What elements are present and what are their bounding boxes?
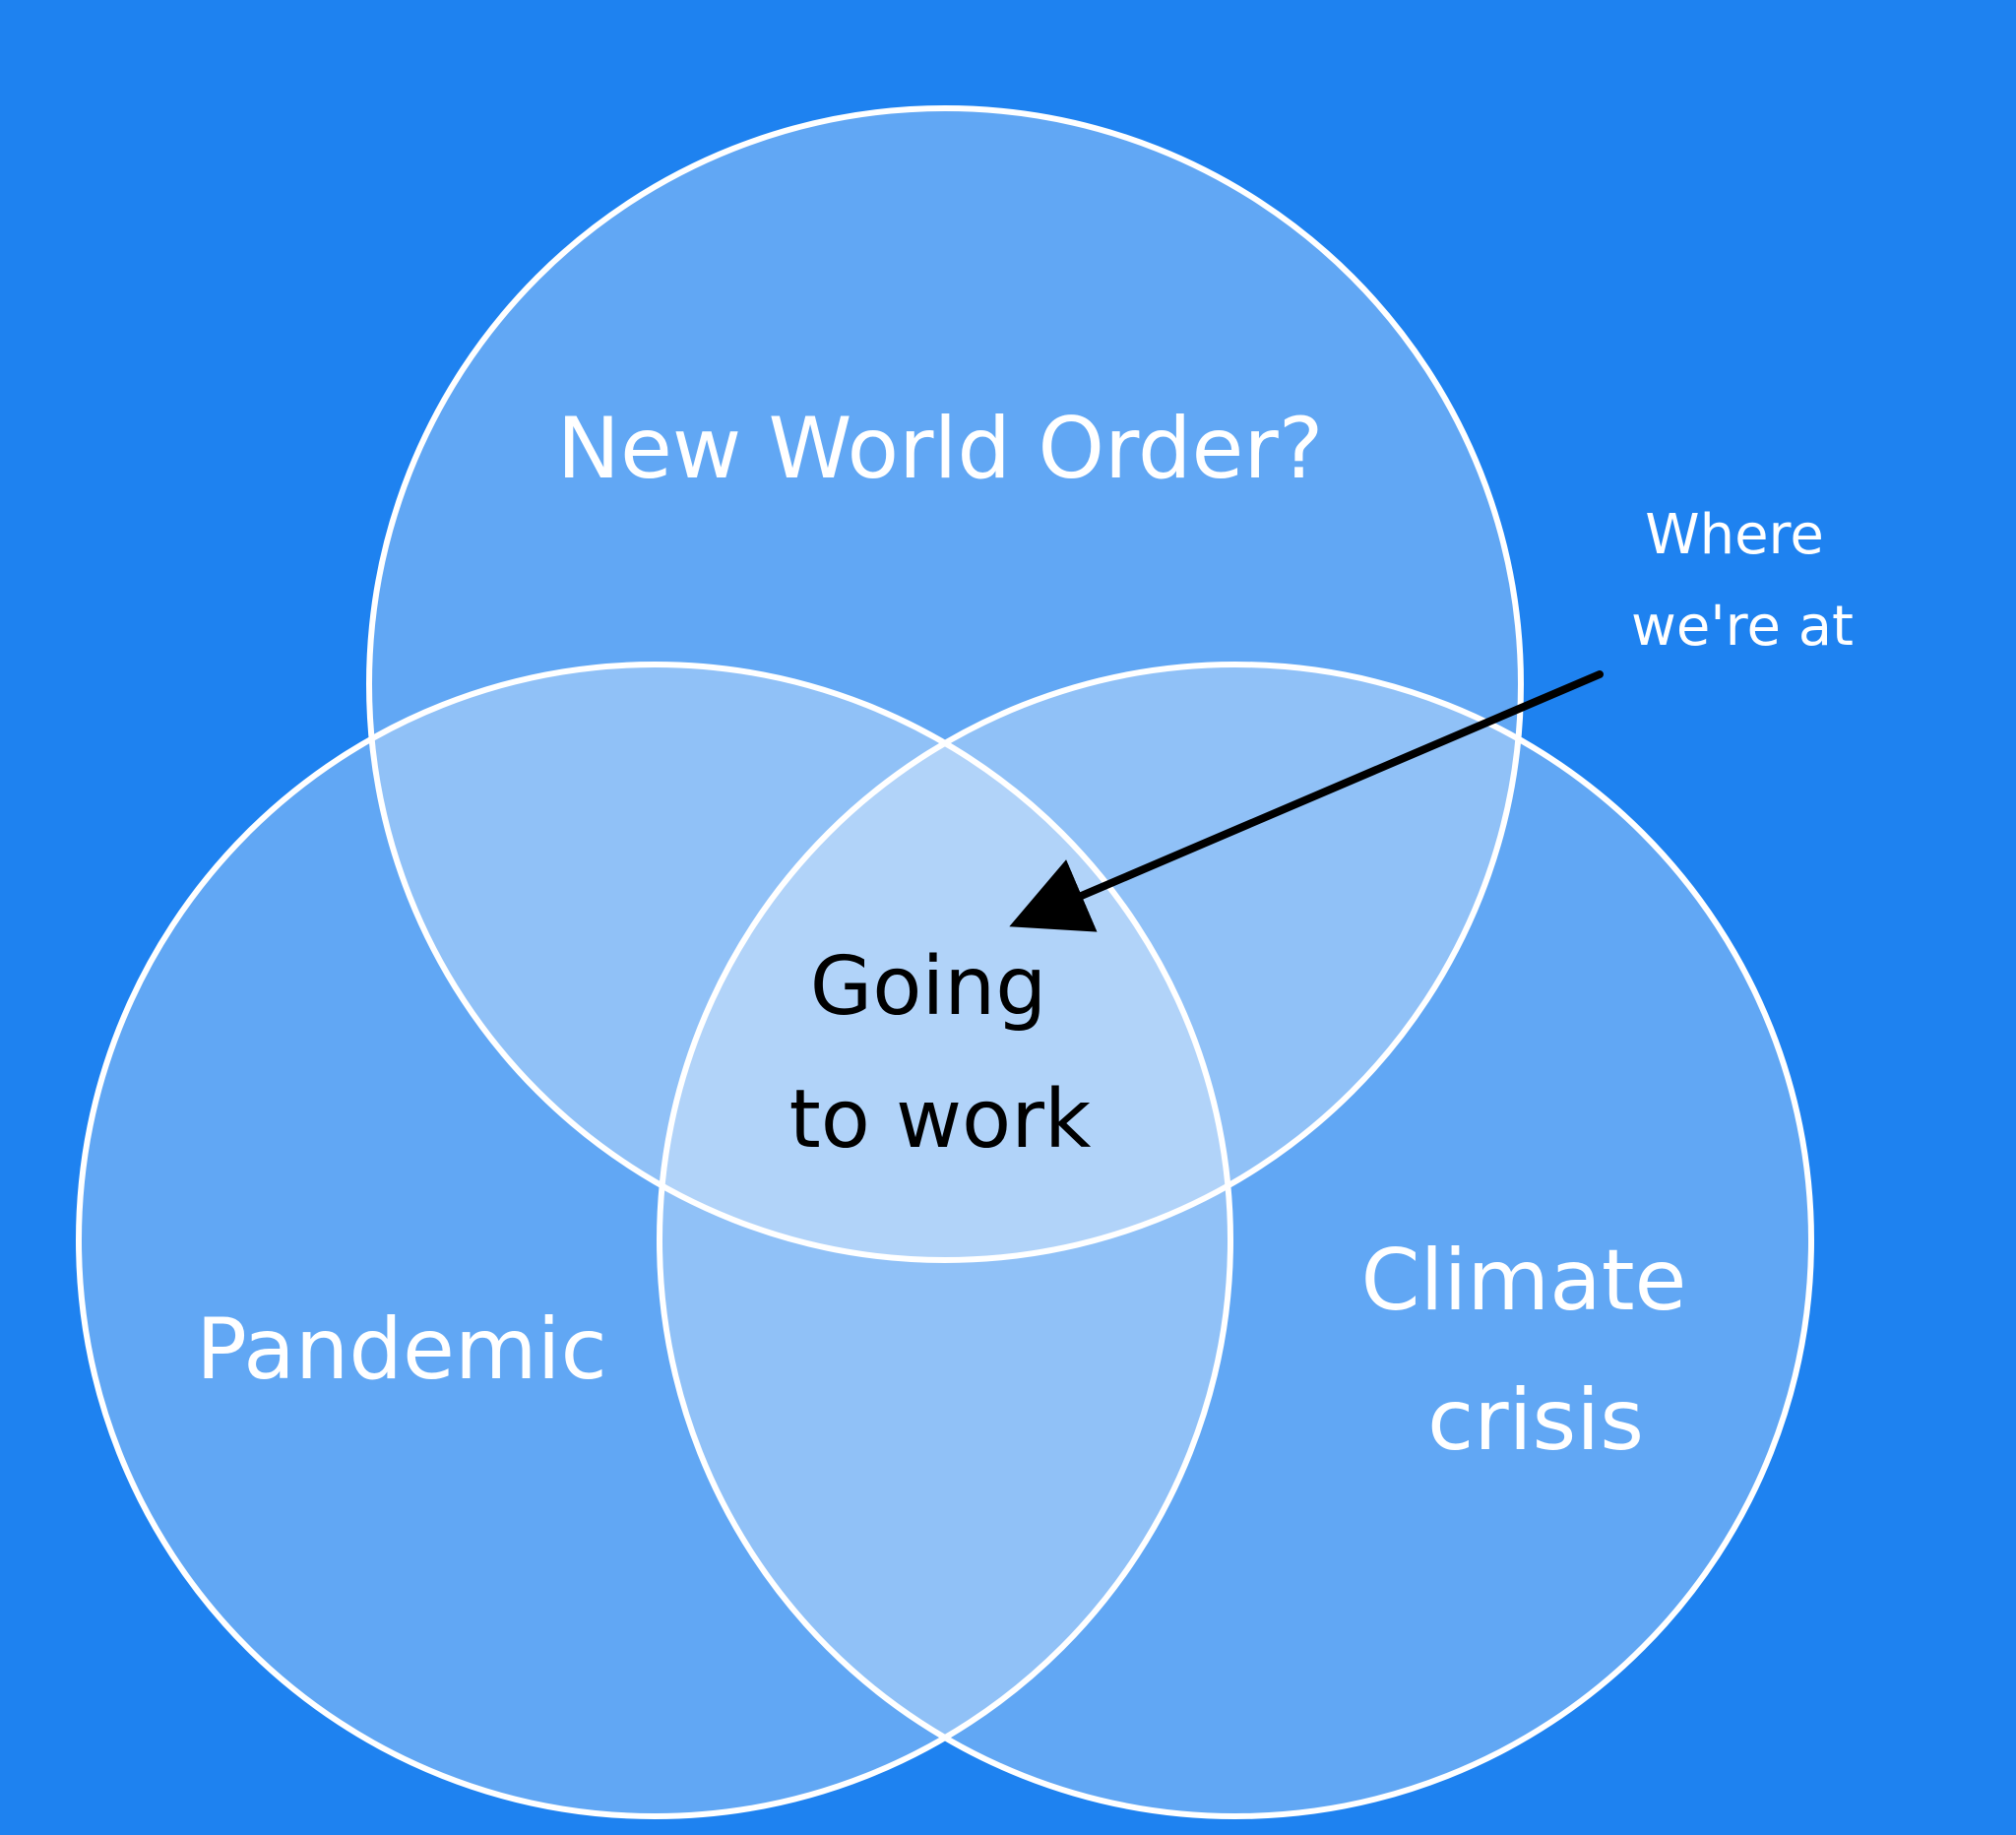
annotation-line2: we're at	[1631, 595, 1854, 659]
center-label-line1: Going	[810, 940, 1047, 1034]
circle-right	[657, 662, 1814, 1819]
label-left: Pandemic	[196, 1300, 607, 1399]
annotation-line1: Where	[1645, 503, 1824, 567]
label-right-line2: crisis	[1427, 1371, 1644, 1470]
label-top: New World Order?	[557, 400, 1324, 498]
annotation-arrow	[1009, 670, 1604, 932]
center-label-line2: to work	[789, 1073, 1092, 1167]
label-right-line1: Climate	[1361, 1232, 1687, 1330]
circle-left	[76, 662, 1233, 1819]
circle-top	[366, 105, 1524, 1263]
